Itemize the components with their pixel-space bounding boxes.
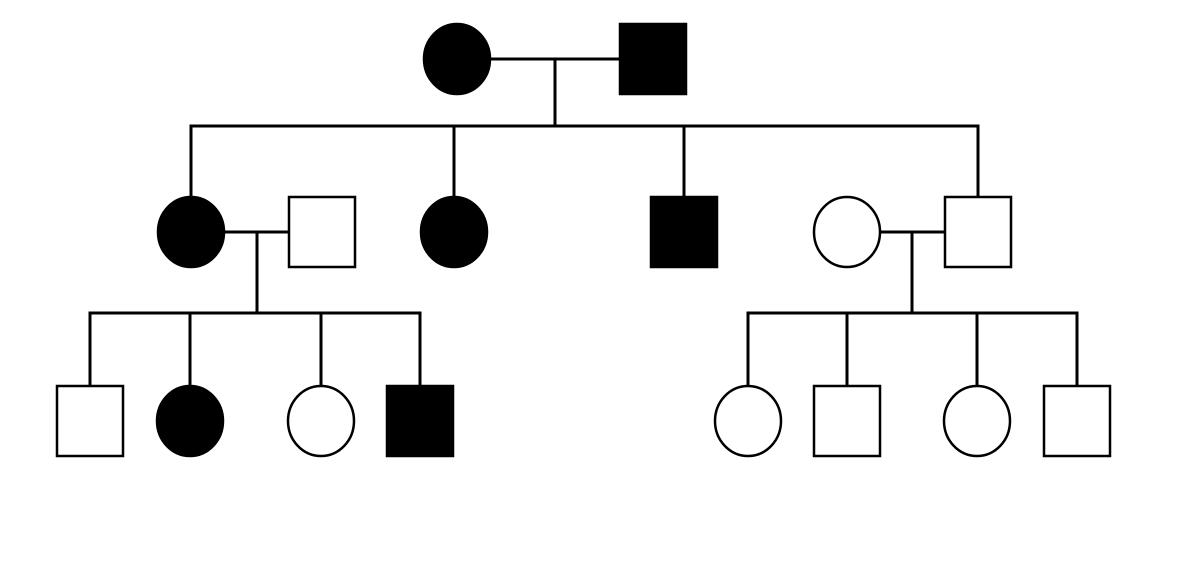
affected-male-square bbox=[618, 22, 688, 96]
unaffected-female-circle bbox=[942, 384, 1012, 458]
affected-female-circle bbox=[155, 384, 225, 458]
unaffected-female-circle bbox=[286, 384, 356, 458]
unaffected-male-square bbox=[1042, 384, 1112, 458]
unaffected-male-square bbox=[943, 195, 1013, 269]
unaffected-female-circle bbox=[812, 195, 882, 269]
pedigree-individuals bbox=[55, 22, 1112, 458]
unaffected-male-square bbox=[287, 195, 357, 269]
affected-female-circle bbox=[419, 195, 489, 269]
affected-male-square bbox=[649, 195, 719, 269]
pedigree-lines bbox=[88, 57, 1079, 388]
unaffected-female-circle bbox=[713, 384, 783, 458]
affected-male-square bbox=[385, 384, 455, 458]
unaffected-male-square bbox=[812, 384, 882, 458]
affected-female-circle bbox=[156, 195, 226, 269]
affected-female-circle bbox=[422, 22, 492, 96]
unaffected-male-square bbox=[55, 384, 125, 458]
